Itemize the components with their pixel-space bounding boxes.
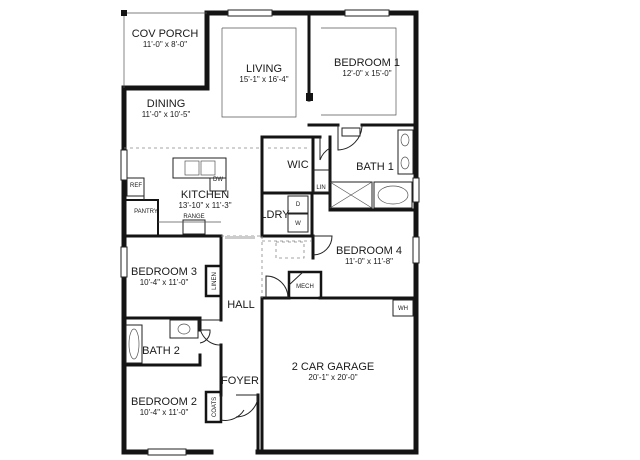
fixtures — [125, 27, 414, 364]
room-dims-bedroom-4: 11'-0" x 11'-8" — [345, 257, 393, 266]
room-dims-bedroom-3: 10'-4" x 11'-0" — [140, 278, 189, 287]
label-dryer: D — [296, 202, 301, 208]
fixture-labels: DW REF PANTRY RANGE LIN D W LINEN MECH W… — [130, 177, 408, 417]
room-name-bedroom-2: BEDROOM 2 — [131, 396, 197, 408]
room-name-bedroom-1: BEDROOM 1 — [334, 57, 400, 69]
room-dims-bedroom-2: 10'-4" x 11'-0" — [140, 408, 189, 417]
windows — [120, 9, 420, 456]
door-swings — [199, 124, 363, 421]
room-name-kitchen: KITCHEN — [181, 189, 229, 201]
room-dims-garage: 20'-1" x 20'-0" — [308, 373, 357, 382]
room-dims-kitchen: 13'-10" x 11'-3" — [178, 201, 231, 210]
label-mech: MECH — [296, 284, 314, 290]
room-labels: COV PORCH 11'-0" x 8'-0" LIVING 15'-1" x… — [131, 28, 402, 417]
label-lin: LIN — [316, 185, 325, 191]
room-dims-dining: 11'-0" x 10'-5" — [142, 110, 191, 119]
room-name-hall: HALL — [227, 299, 255, 311]
room-dims-cov-porch: 11'-0" x 8'-0" — [143, 40, 187, 49]
label-ref: REF — [130, 183, 142, 189]
room-name-foyer: FOYER — [221, 375, 259, 387]
label-range: RANGE — [183, 214, 204, 220]
label-wh: WH — [398, 306, 408, 312]
label-washer: W — [295, 221, 301, 227]
room-name-bath-1: BATH 1 — [356, 161, 394, 173]
room-name-bedroom-3: BEDROOM 3 — [131, 266, 197, 278]
room-name-bath-2: BATH 2 — [142, 345, 180, 357]
label-dw: DW — [213, 177, 223, 183]
room-dims-bedroom-1: 12'-0" x 15'-0" — [342, 69, 391, 78]
room-name-bedroom-4: BEDROOM 4 — [336, 245, 402, 257]
room-name-wic: WIC — [287, 159, 308, 171]
room-name-garage: 2 CAR GARAGE — [292, 361, 375, 373]
room-dims-living: 15'-1" x 16'-4" — [239, 75, 288, 84]
label-linen: LINEN — [212, 272, 218, 290]
room-name-living: LIVING — [246, 63, 282, 75]
label-pantry: PANTRY — [134, 209, 158, 215]
room-name-ldry: LDRY — [260, 209, 290, 221]
label-coats: COATS — [212, 397, 218, 417]
room-name-dining: DINING — [147, 98, 186, 110]
room-name-cov-porch: COV PORCH — [132, 28, 199, 40]
